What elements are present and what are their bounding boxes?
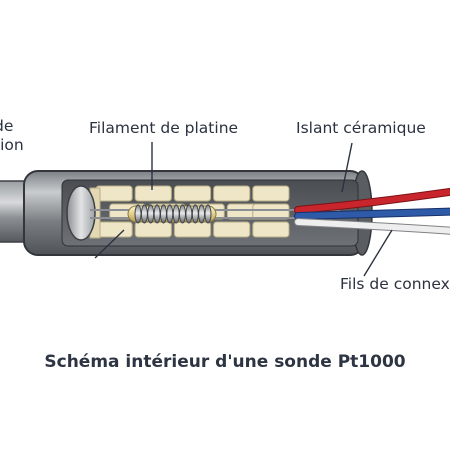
wire-red-fill bbox=[295, 188, 450, 213]
leader-ceramic bbox=[341, 142, 353, 193]
label-wires: Fils de connex bbox=[340, 275, 450, 293]
ceramic-cell bbox=[252, 221, 290, 238]
label-left-partial: de tion bbox=[0, 117, 24, 155]
ceramic-cell bbox=[134, 185, 172, 202]
ceramic-cell bbox=[213, 221, 251, 238]
coil-turn bbox=[172, 204, 180, 224]
label-left-line2: tion bbox=[0, 136, 24, 154]
ceramic-cell bbox=[173, 221, 212, 238]
ceramic-cell bbox=[134, 221, 172, 238]
coil-turn bbox=[185, 204, 193, 224]
coil-turn bbox=[160, 204, 167, 224]
label-ceramic: Islant céramique bbox=[296, 119, 426, 137]
coil-turn bbox=[179, 204, 186, 224]
label-left-line1: de bbox=[0, 117, 14, 135]
coil-turn bbox=[153, 204, 161, 224]
ceramic-cell bbox=[213, 185, 251, 202]
coil-turn bbox=[134, 204, 142, 224]
coil-turn bbox=[140, 204, 148, 224]
ceramic-cell bbox=[252, 185, 290, 202]
end-cap bbox=[66, 185, 96, 241]
coil-turn bbox=[166, 204, 174, 224]
ceramic-cell bbox=[95, 185, 133, 202]
wire-blue-fill bbox=[295, 208, 450, 219]
leader-wires bbox=[363, 229, 393, 277]
ceramic-cell bbox=[173, 185, 212, 202]
platinum-filament-coil bbox=[134, 204, 212, 224]
coil-turn bbox=[204, 204, 212, 224]
coil-turn bbox=[191, 204, 199, 224]
leader-left bbox=[94, 229, 125, 259]
diagram-caption: Schéma intérieur d'une sonde Pt1000 bbox=[44, 352, 406, 372]
label-filament: Filament de platine bbox=[89, 119, 239, 137]
ceramic-cell bbox=[95, 221, 133, 238]
ceramic-cell bbox=[252, 203, 290, 220]
coil-turn bbox=[147, 204, 155, 224]
wire-white-fill bbox=[295, 219, 450, 234]
coil-turn bbox=[198, 204, 206, 224]
